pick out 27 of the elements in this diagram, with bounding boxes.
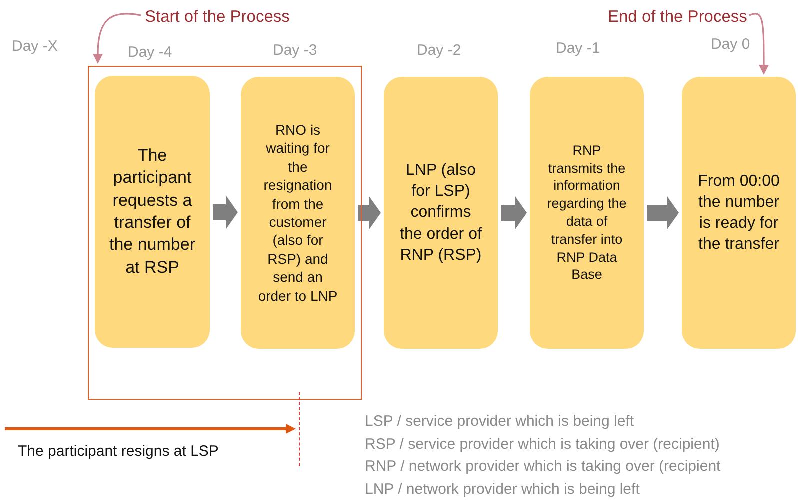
day-label: Day -2 — [417, 42, 462, 59]
note-text: RNP / network provider which is taking over (recipient — [365, 458, 721, 475]
block-arrow — [501, 196, 527, 230]
caption-text: The participant resigns at LSP — [18, 443, 219, 460]
leader-line — [749, 13, 769, 75]
leader-line — [93, 13, 142, 64]
highlight-frame — [88, 66, 362, 400]
process-card: From 00:00 the number is ready for the transfer — [682, 77, 796, 349]
note-text: LSP / service provider which is being left — [365, 413, 634, 430]
dashed-line — [299, 392, 303, 466]
process-card: RNO is waiting for the resignation from the customer (also for RSP) and send an order to LNP — [241, 77, 355, 349]
day-label: Day -1 — [556, 40, 600, 57]
process-card: LNP (also for LSP) confirms the order of RNP (RSP) — [384, 77, 498, 349]
block-arrow — [647, 196, 679, 230]
block-arrow — [358, 196, 381, 230]
process-card: The participant requests a transfer of the number at RSP — [95, 76, 210, 348]
day-label: Day -X — [12, 38, 58, 55]
annotation-text: Start of the Process — [145, 8, 290, 27]
note-text: RSP / service provider which is taking over (recipient) — [365, 436, 720, 453]
note-text: LNP / network provider which is being left — [365, 481, 640, 498]
annotation-text: End of the Process — [608, 8, 748, 27]
day-label: Day -3 — [273, 42, 318, 59]
day-label: Day -4 — [128, 44, 172, 61]
block-arrow — [213, 196, 238, 230]
arrow — [5, 424, 296, 434]
process-card: RNP transmits the information regarding the data of transfer into RNP Data Base — [530, 77, 644, 349]
day-label: Day 0 — [711, 36, 750, 53]
